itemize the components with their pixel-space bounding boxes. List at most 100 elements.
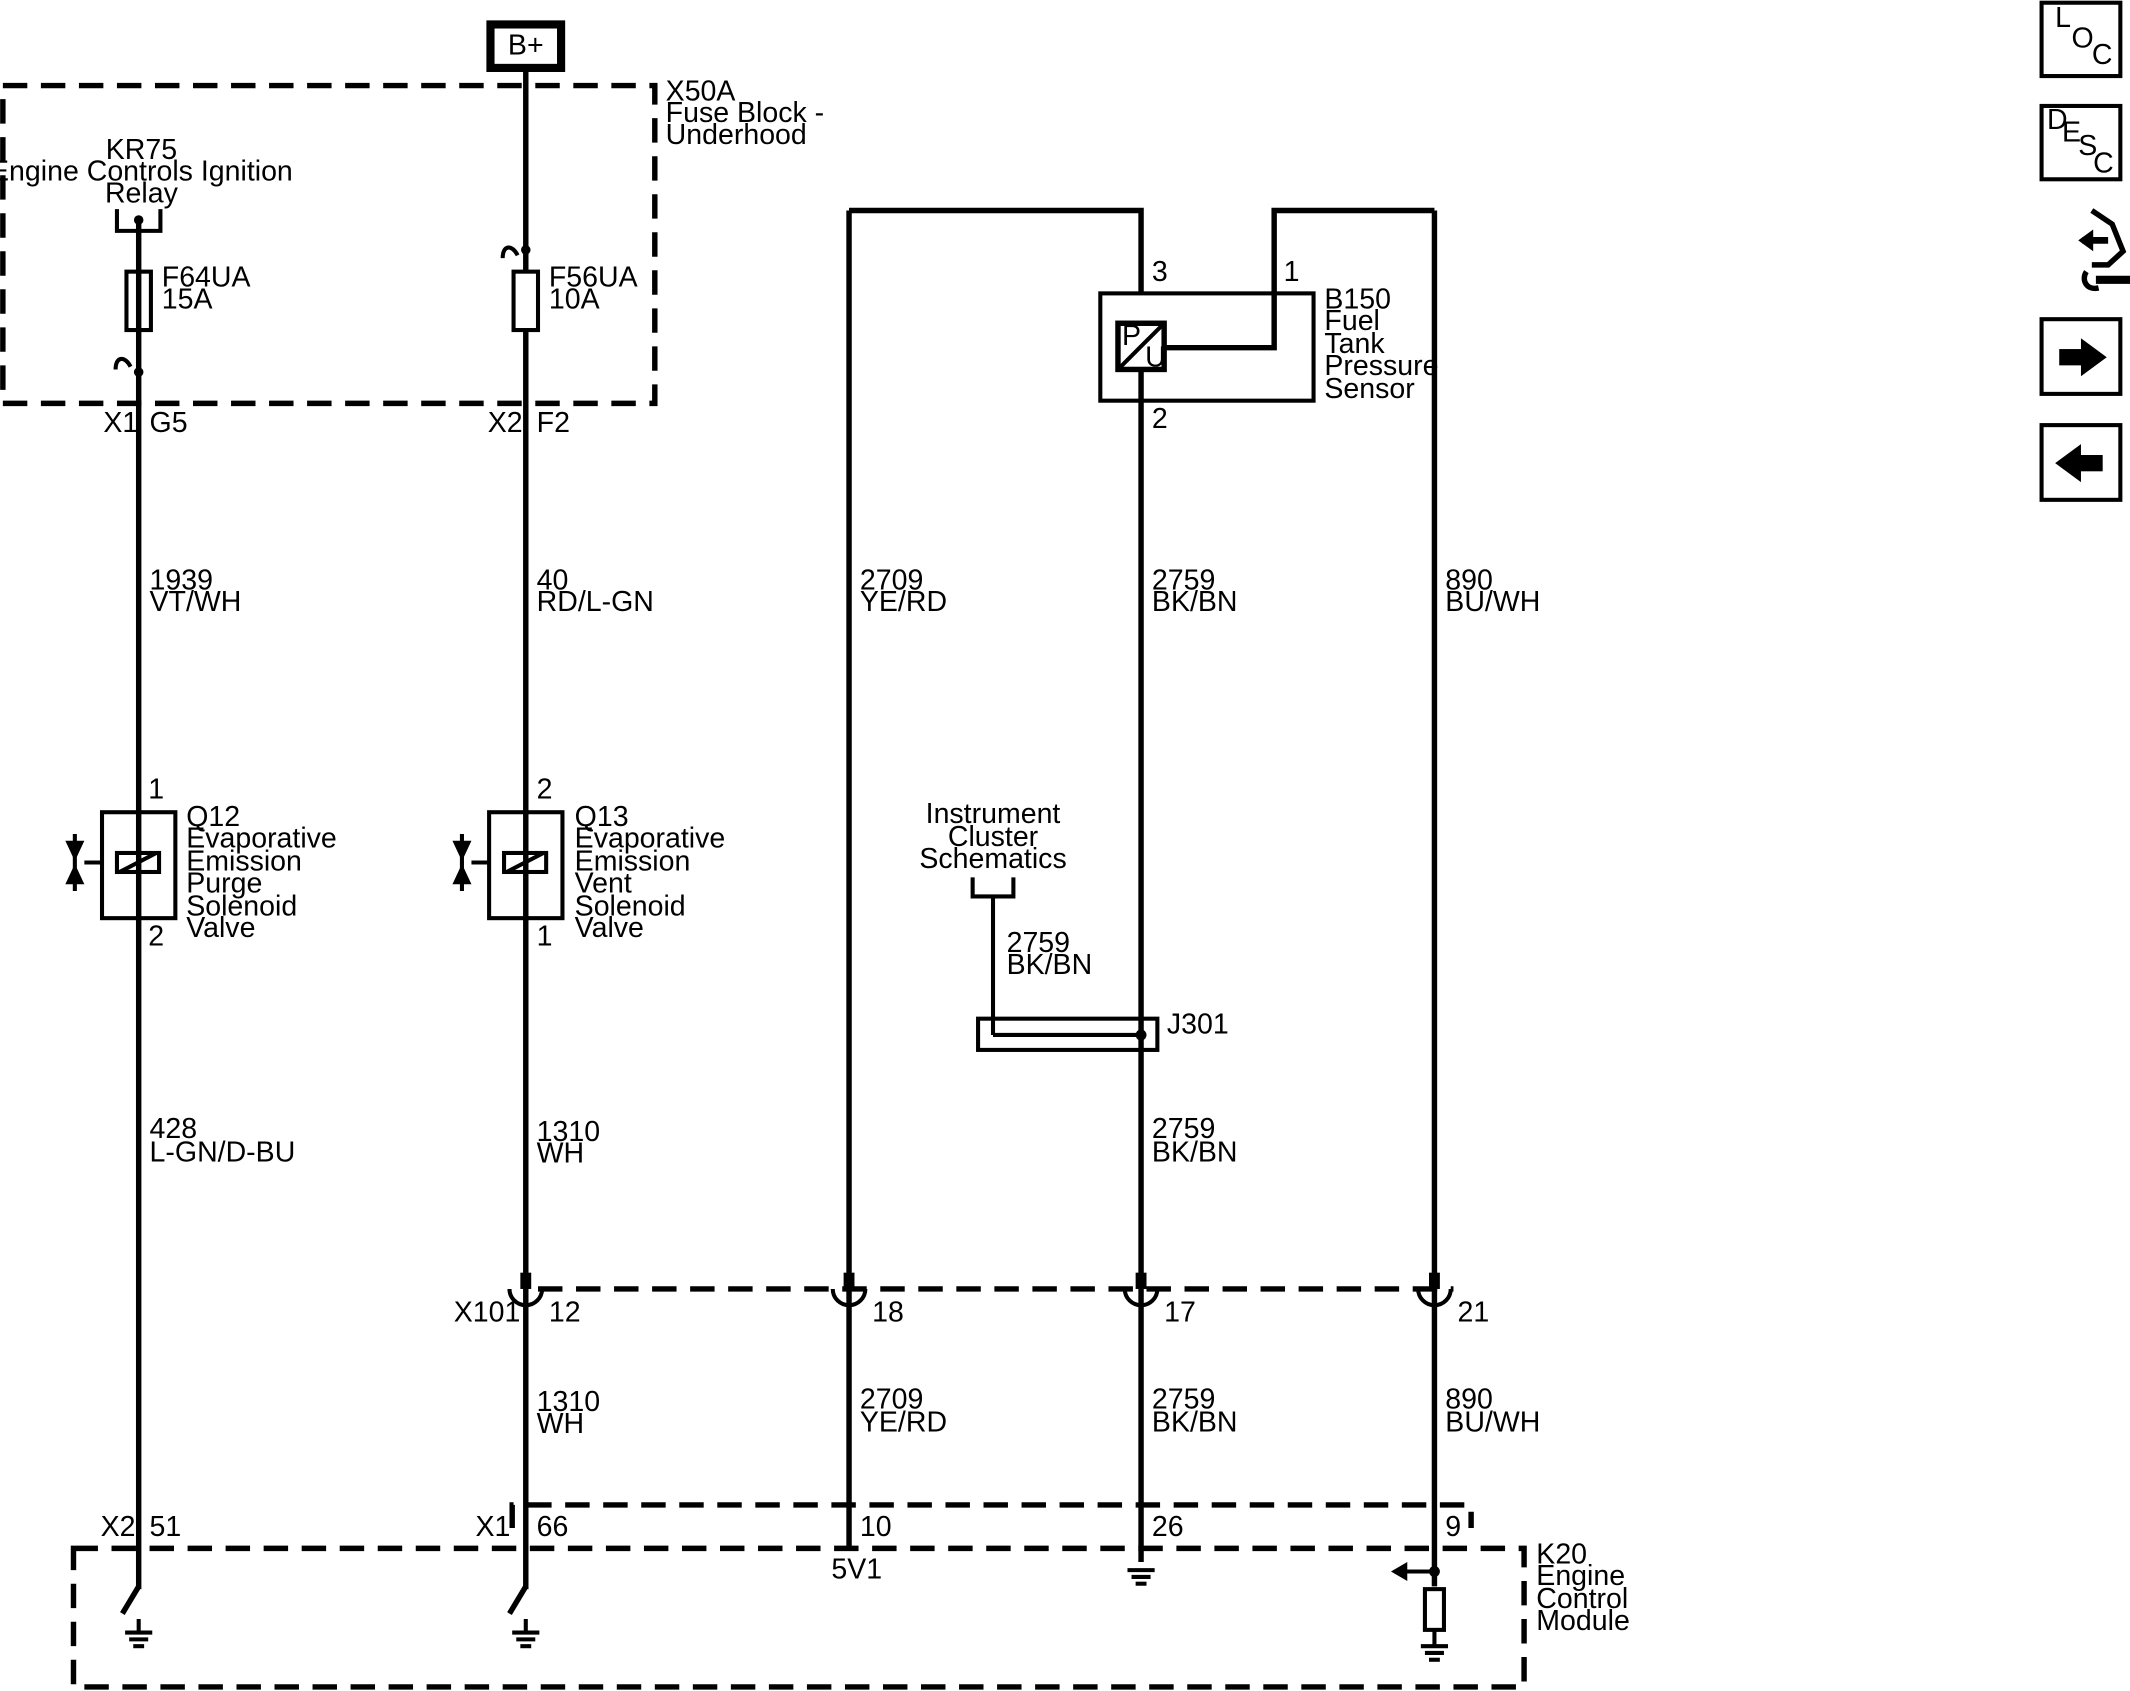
q12-pin-bottom: 2: [148, 920, 164, 952]
q12-name-3: Purge: [186, 867, 262, 899]
wire-color-vt-wh: VT/WH: [150, 586, 242, 618]
wire-label-2709-lower: 2709: [860, 1383, 923, 1415]
wire-color-wh-middle: WH: [537, 1138, 585, 1170]
q13-pin-bottom: 1: [537, 920, 553, 952]
ecm-outline: [70, 1545, 1527, 1690]
relay-name-2: Relay: [105, 177, 179, 209]
x101-label: X101: [454, 1297, 521, 1329]
q13-id: Q13: [575, 801, 629, 833]
ecm-driver-switch-vent: [507, 1585, 540, 1649]
wire-color-bu-wh-lower: BU/WH: [1445, 1407, 1540, 1439]
b-plus-power-symbol: B+: [486, 20, 566, 72]
svg-text:C: C: [2092, 39, 2113, 71]
ecm-name-3: Module: [1536, 1605, 1630, 1637]
wire-color-ye-rd-lower: YE/RD: [860, 1407, 947, 1439]
fuse-block-pin-f2: F2: [537, 407, 570, 439]
ecm-pin-9: 9: [1445, 1511, 1461, 1543]
sensor-name-4: Sensor: [1324, 373, 1415, 405]
sensor-b150-box: [1098, 291, 1316, 403]
q13-name-2: Emission: [575, 846, 691, 878]
wire-color-bk-bn-middle: BK/BN: [1152, 1136, 1238, 1168]
x101-terminals: [507, 1272, 1453, 1308]
ecm-pin-51: 51: [150, 1511, 182, 1543]
wire-label-40: 40: [537, 564, 569, 596]
sensor-pin-3: 3: [1152, 256, 1168, 288]
ecm-connector-x1: X1: [476, 1511, 511, 1543]
x101-pin-21: 21: [1458, 1297, 1490, 1329]
ecm-pin-10: 10: [860, 1511, 892, 1543]
ecm-signal-input-circuit: [1390, 1561, 1449, 1662]
wire-color-ye-rd-upper: YE/RD: [860, 586, 947, 618]
ecm-connector-x2: X2: [101, 1511, 136, 1543]
fuse-block-connector-x2: X2: [488, 407, 523, 439]
svg-text:C: C: [2093, 147, 2114, 179]
ecm-5v-reference-label: 5V1: [831, 1553, 882, 1585]
fuse-block-connector-x1: X1: [103, 407, 138, 439]
q13-name-5: Valve: [575, 912, 644, 944]
fuse-block-name-1: Fuse Block -: [666, 97, 824, 129]
ecm-low-reference-ground-icon: [1127, 1568, 1155, 1586]
q13-name-4: Solenoid: [575, 890, 686, 922]
q12-name-2: Emission: [186, 846, 302, 878]
description-button[interactable]: D E S C: [2039, 103, 2123, 182]
instrument-cluster-bracket: [970, 877, 1016, 899]
ecm-id: K20: [1536, 1538, 1587, 1570]
x101-pin-18: 18: [872, 1297, 904, 1329]
wire-label-2759-lower: 2759: [1152, 1383, 1215, 1415]
x101-pin-17: 17: [1164, 1297, 1196, 1329]
fuse-block-name-2: Underhood: [666, 119, 807, 151]
fuse-block-id: X50A: [666, 76, 736, 108]
wire-label-1310-middle: 1310: [537, 1116, 600, 1148]
fuse-block-pin-g5: G5: [150, 407, 188, 439]
wire-color-bk-bn-upper: BK/BN: [1152, 586, 1238, 618]
wire-loop-890: [1164, 207, 1435, 351]
location-button[interactable]: L O C: [2039, 0, 2123, 79]
ecm-name-1: Engine: [1536, 1560, 1625, 1592]
sensor-name-2: Tank: [1324, 328, 1385, 360]
fuse-f64ua: [113, 220, 153, 377]
splice-j301-label: J301: [1167, 1009, 1229, 1041]
x101-pin-12: 12: [549, 1297, 581, 1329]
wire-label-428: 428: [150, 1113, 198, 1145]
sensor-name-3: Pressure: [1324, 350, 1438, 382]
wire-color-wh-lower: WH: [537, 1408, 585, 1440]
wire-label-1310-lower: 1310: [537, 1386, 600, 1418]
previous-page-button[interactable]: [2039, 423, 2123, 502]
fuse-f64ua-rating: 15A: [162, 283, 213, 315]
ecm-pin-26: 26: [1152, 1511, 1184, 1543]
svg-text:S: S: [2078, 130, 2097, 162]
sensor-pin-1: 1: [1284, 256, 1300, 288]
svg-text:L: L: [2055, 2, 2071, 34]
fuse-block-outline: [0, 82, 658, 407]
next-page-button[interactable]: [2039, 317, 2123, 396]
svg-text:P: P: [1122, 320, 1141, 352]
instrument-cluster-line-3: Schematics: [919, 843, 1066, 875]
svg-text:O: O: [2071, 23, 2093, 55]
wire-label-890-lower: 890: [1445, 1383, 1493, 1415]
sensor-name-1: Fuel: [1324, 305, 1379, 337]
sensor-id: B150: [1324, 283, 1391, 315]
wire-color-bu-wh-upper: BU/WH: [1445, 586, 1540, 618]
cluster-wire-color: BK/BN: [1007, 949, 1093, 981]
connector-end-view-button[interactable]: [2078, 208, 2130, 292]
solenoid-q12: [65, 810, 178, 921]
sensor-pin-2: 2: [1152, 403, 1168, 435]
q12-name-4: Solenoid: [186, 890, 297, 922]
fuse-f56ua: [500, 67, 541, 333]
svg-text:D: D: [2047, 104, 2068, 136]
connector-end-view-icon: [2078, 208, 2130, 292]
cluster-wire-circuit: 2759: [1007, 927, 1070, 959]
q13-name-3: Vent: [575, 867, 632, 899]
next-page-arrow-icon: [2059, 338, 2107, 377]
q13-name-1: Evaporative: [575, 823, 726, 855]
ecm-name-2: Control: [1536, 1583, 1628, 1615]
instrument-cluster-line-1: Instrument: [926, 798, 1061, 830]
q12-name-5: Valve: [186, 912, 255, 944]
wire-label-890-upper: 890: [1445, 564, 1493, 596]
fuse-f64ua-id: F64UA: [162, 262, 251, 294]
wire-label-1939: 1939: [150, 564, 213, 596]
instrument-cluster-line-2: Cluster: [948, 821, 1039, 853]
ecm-driver-switch-purge: [120, 1585, 153, 1649]
wire-color-rd-lgn: RD/L-GN: [537, 586, 654, 618]
